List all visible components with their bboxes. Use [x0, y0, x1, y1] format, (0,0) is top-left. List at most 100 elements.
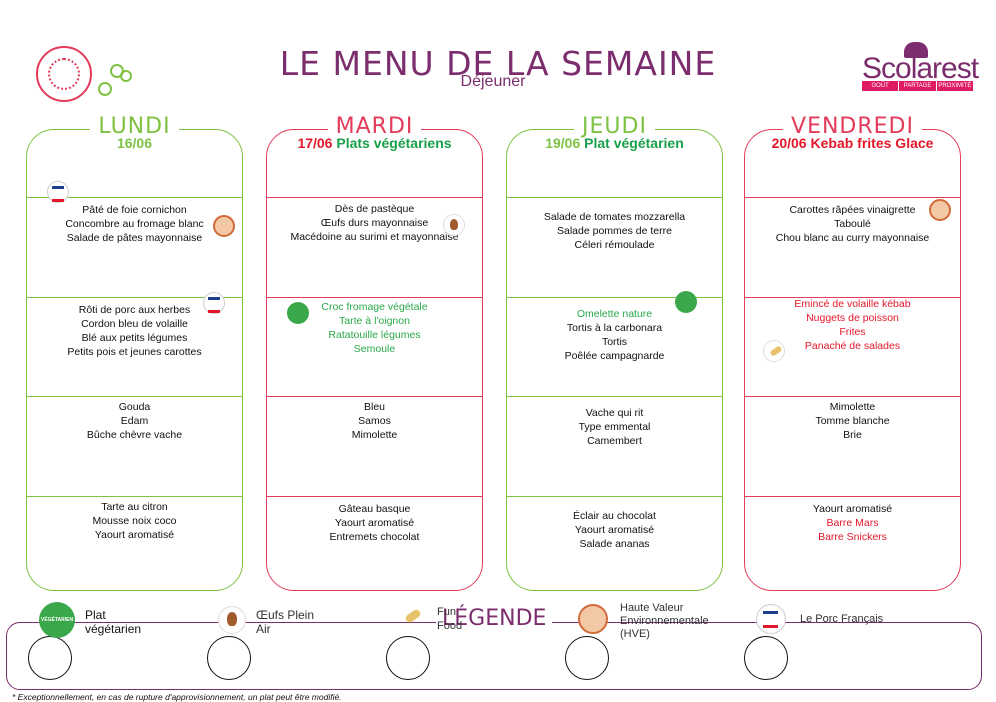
brand-tagline: GOÛT PARTAGE PROXIMITÉ [862, 81, 974, 91]
dish-item: Type emmental [578, 421, 651, 433]
vegetarian-icon [287, 302, 309, 324]
page-subtitle: Déjeuner [460, 73, 526, 90]
dish-item: Croc fromage végétale [321, 301, 428, 313]
day-date-theme: 19/06 Plat végétarien [507, 135, 722, 152]
legend-label: Œufs Plein Air [256, 608, 315, 636]
section-divider [267, 297, 482, 298]
footnote: * Exceptionnellement, en cas de rupture … [12, 692, 342, 702]
dish-item: Emincé de volaille kébab [794, 298, 911, 310]
decorative-plate-icon [36, 46, 92, 102]
dish-item: Poêlée campagnarde [564, 350, 665, 362]
hve-icon [578, 604, 608, 634]
day-name-text: MARDI [327, 114, 422, 139]
day-theme: Plats végétariens [336, 135, 452, 151]
section-divider [745, 197, 960, 198]
fun-food-icon [403, 606, 423, 626]
legend-checkbox [565, 636, 609, 680]
dish-item: Tarte à l'oignon [339, 315, 410, 327]
section-divider [745, 297, 960, 298]
tagline-word: PROXIMITÉ [936, 81, 973, 91]
day-name-text: VENDREDI [783, 114, 922, 139]
dish-item: Yaourt aromatisé [94, 529, 175, 541]
section-divider [507, 197, 722, 198]
day-date-theme: 20/06 Kebab frites Glace [745, 135, 960, 152]
legend-label: Le Porc Français [800, 613, 884, 625]
section-divider [27, 197, 242, 198]
legend-title: LÉGENDE [436, 606, 553, 631]
page-title: LE MENU DE LA SEMAINE [279, 44, 717, 83]
dish-item: Nuggets de poisson [806, 312, 899, 324]
dish-item: Camembert [587, 435, 642, 447]
dish-item: Barre Snickers [818, 531, 887, 543]
dish-item: Mimolette [829, 401, 876, 413]
dish-item: Tortis à la carbonara [566, 322, 663, 334]
dish-item: Samos [358, 415, 391, 427]
brand-name: Scolarest [862, 52, 979, 85]
hve-icon [929, 199, 951, 221]
day-date: 19/06 [545, 135, 581, 151]
dish-item: Tarte au citron [101, 501, 168, 513]
dish-item: Blé aux petits légumes [81, 332, 188, 344]
section-divider [507, 496, 722, 497]
dish-item: Pâté de foie cornichon [82, 204, 187, 216]
dish-item: Brie [843, 429, 862, 441]
fun-food-icon [763, 340, 785, 362]
dish-item: Omelette nature [576, 308, 653, 320]
dish-item: Yaourt aromatisé [812, 503, 893, 515]
decorative-dots-icon [98, 64, 134, 104]
day-date: 16/06 [116, 135, 153, 151]
dish-item: Cordon bleu de volaille [81, 318, 188, 330]
dish-item: Edam [120, 415, 149, 427]
dish-item: Rôti de porc aux herbes [78, 304, 191, 316]
day-date-theme: 16/06 [27, 135, 242, 152]
day-name: VENDREDI [745, 114, 960, 139]
day-date-theme: 17/06 Plats végétariens [267, 135, 482, 152]
legend-checkbox [28, 636, 72, 680]
dish-item: Carottes râpées vinaigrette [789, 204, 916, 216]
section-divider [27, 297, 242, 298]
dish-item: Petits pois et jeunes carottes [67, 346, 202, 358]
section-divider [27, 396, 242, 397]
french-pork-icon [47, 181, 69, 203]
legend-checkbox [207, 636, 251, 680]
dish-item: Panaché de salades [804, 340, 901, 352]
free-range-eggs-icon [218, 606, 246, 634]
dish-item: Bleu [363, 401, 385, 413]
day-theme: Plat végétarien [584, 135, 684, 151]
dish-item: Concombre au fromage blanc [65, 218, 204, 230]
dish-item: Yaourt aromatisé [334, 517, 415, 529]
free-range-eggs-icon [443, 214, 465, 236]
legend-checkbox [744, 636, 788, 680]
dish-item: Vache qui rit [585, 407, 644, 419]
day-name: MARDI [267, 114, 482, 139]
tagline-word: PARTAGE [899, 81, 936, 91]
french-pork-icon [203, 292, 225, 314]
day-name: JEUDI [507, 114, 722, 139]
section-divider [267, 197, 482, 198]
day-date: 20/06 [771, 135, 807, 151]
dish-item: Gâteau basque [338, 503, 411, 515]
section-divider [27, 496, 242, 497]
dish-item: Salade de tomates mozzarella [543, 211, 686, 223]
dish-item: Gouda [118, 401, 151, 413]
dish-item: Œufs durs mayonnaise [320, 217, 429, 229]
dish-item: Bûche chèvre vache [86, 429, 183, 441]
legend-label: Haute Valeur Environnementale (HVE) [620, 602, 709, 640]
tagline-word: GOÛT [862, 81, 899, 91]
